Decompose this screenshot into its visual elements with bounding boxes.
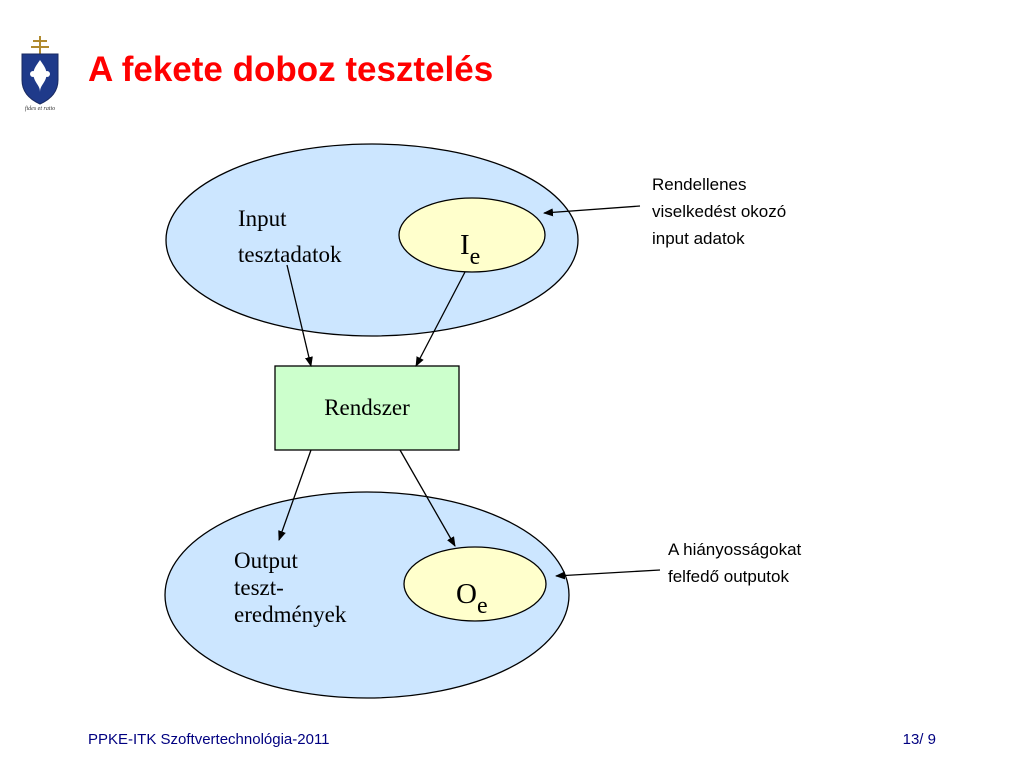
callout-top-line3: input adatok [652,229,745,248]
input-label-line2: tesztadatok [238,242,342,267]
arrow-system-to-oe [399,449,456,547]
output-label-line3: eredmények [234,602,347,627]
callout-bottom-line2: felfedő outputok [668,567,789,586]
output-domain-ellipse [164,491,570,699]
input-subset-subscript: e [470,244,481,270]
callout-bottom-line1: A hiányosságokat [668,540,802,559]
arrow-callout-top [543,205,641,217]
arrow-system-to-output [278,449,312,541]
footer-page-number: 13/ 9 [902,731,936,748]
arrow-input-to-system [286,264,313,367]
input-domain-ellipse [165,143,579,337]
output-subset-label: Oe [456,578,488,619]
output-label-line2: teszt- [234,575,284,600]
logo-motto: fides et ratio [25,105,55,112]
input-subset-ellipse [398,197,546,273]
output-subset-ellipse [403,546,547,622]
slide-title: A fekete doboz tesztelés [88,50,494,89]
input-subset-main: I [460,229,470,261]
input-subset-label: Ie [460,229,480,270]
input-label-line1: Input [238,206,287,231]
system-box [274,365,460,451]
university-logo: fides et ratio [21,36,59,112]
output-subset-main: O [456,578,477,610]
arrow-callout-bottom [555,569,661,580]
output-subset-subscript: e [477,593,488,619]
callout-top-line2: viselkedést okozó [652,202,786,221]
output-label-line1: Output [234,548,299,573]
footer-course-label: PPKE-ITK Szoftvertechnológia-2011 [88,731,330,748]
arrow-ie-to-system [415,271,466,367]
system-label: Rendszer [324,395,410,420]
callout-top-line1: Rendellenes [652,175,747,194]
